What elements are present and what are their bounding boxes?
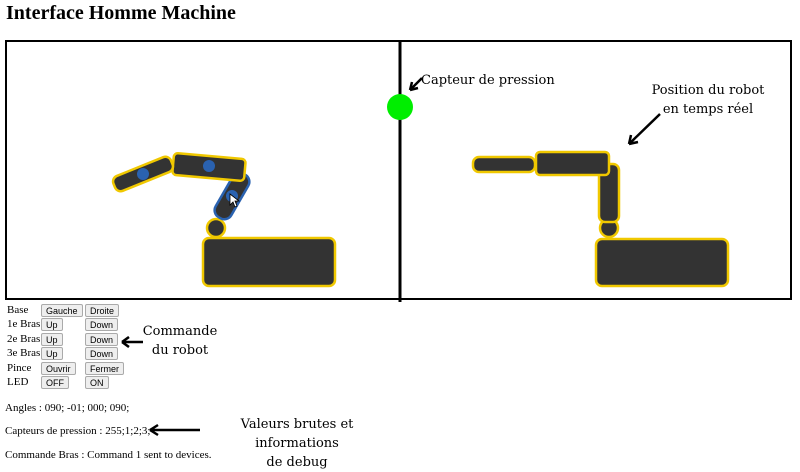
control-label: 2e Bras bbox=[7, 333, 41, 345]
annotation-debug: Valeurs brutes et informations de debug bbox=[202, 415, 392, 472]
arm-segment-2-handle bbox=[203, 160, 215, 172]
arm3-down-button[interactable]: Down bbox=[85, 347, 119, 360]
arrow-sensor-icon bbox=[408, 77, 423, 92]
base-right-button[interactable]: Droite bbox=[85, 304, 120, 317]
arm2-down-button[interactable]: Down bbox=[85, 333, 119, 346]
rt-arm-segment-2 bbox=[534, 150, 611, 177]
annotation-position-line2: en temps réel bbox=[662, 102, 754, 117]
annotation-debug-line2: de debug bbox=[266, 455, 328, 470]
control-label: 3e Bras bbox=[7, 347, 41, 359]
annotation-command-line2: du robot bbox=[151, 343, 209, 358]
rt-robot-base bbox=[594, 237, 730, 288]
control-label: Pince bbox=[7, 362, 32, 374]
gripper-open-button[interactable]: Ouvrir bbox=[41, 362, 76, 375]
robot-base bbox=[201, 236, 337, 288]
robot-base-joint bbox=[205, 217, 227, 239]
annotation-position: Position du robot en temps réel bbox=[648, 81, 768, 119]
arrow-debug-icon bbox=[149, 423, 200, 437]
rt-arm-segment-1 bbox=[471, 155, 537, 174]
annotation-command-line1: Commande bbox=[142, 324, 218, 339]
annotation-debug-line1: Valeurs brutes et informations bbox=[240, 417, 354, 451]
arm2-up-button[interactable]: Up bbox=[41, 333, 63, 346]
arm1-down-button[interactable]: Down bbox=[85, 318, 119, 331]
cursor-icon bbox=[229, 193, 241, 208]
realtime-robot bbox=[471, 150, 730, 288]
annotation-sensor: Capteur de pression bbox=[421, 73, 555, 88]
control-label: LED bbox=[7, 376, 29, 388]
annotation-command: Commande du robot bbox=[140, 322, 220, 360]
gripper-close-button[interactable]: Fermer bbox=[85, 362, 124, 375]
robot-canvas[interactable] bbox=[5, 40, 792, 302]
pressure-readout: Capteurs de pression : 255;1;2;3; bbox=[5, 425, 151, 437]
angles-readout: Angles : 090; -01; 000; 090; bbox=[5, 402, 130, 414]
annotation-position-line1: Position du robot bbox=[651, 83, 765, 98]
base-left-button[interactable]: Gauche bbox=[41, 304, 83, 317]
pressure-sensor-indicator bbox=[387, 94, 413, 120]
annotation-arrows bbox=[121, 335, 200, 437]
control-label: 1e Bras bbox=[7, 318, 41, 330]
control-robot bbox=[111, 151, 337, 288]
command-status: Commande Bras : Command 1 sent to device… bbox=[5, 449, 212, 461]
led-off-button[interactable]: OFF bbox=[41, 376, 69, 389]
arrow-command-icon bbox=[121, 335, 143, 349]
led-on-button[interactable]: ON bbox=[85, 376, 109, 389]
page-title: Interface Homme Machine bbox=[6, 2, 236, 24]
arm-segment-1-handle bbox=[137, 168, 149, 180]
arm1-up-button[interactable]: Up bbox=[41, 318, 63, 331]
control-label: Base bbox=[7, 304, 29, 316]
arrow-position-icon bbox=[627, 113, 661, 146]
arm3-up-button[interactable]: Up bbox=[41, 347, 63, 360]
